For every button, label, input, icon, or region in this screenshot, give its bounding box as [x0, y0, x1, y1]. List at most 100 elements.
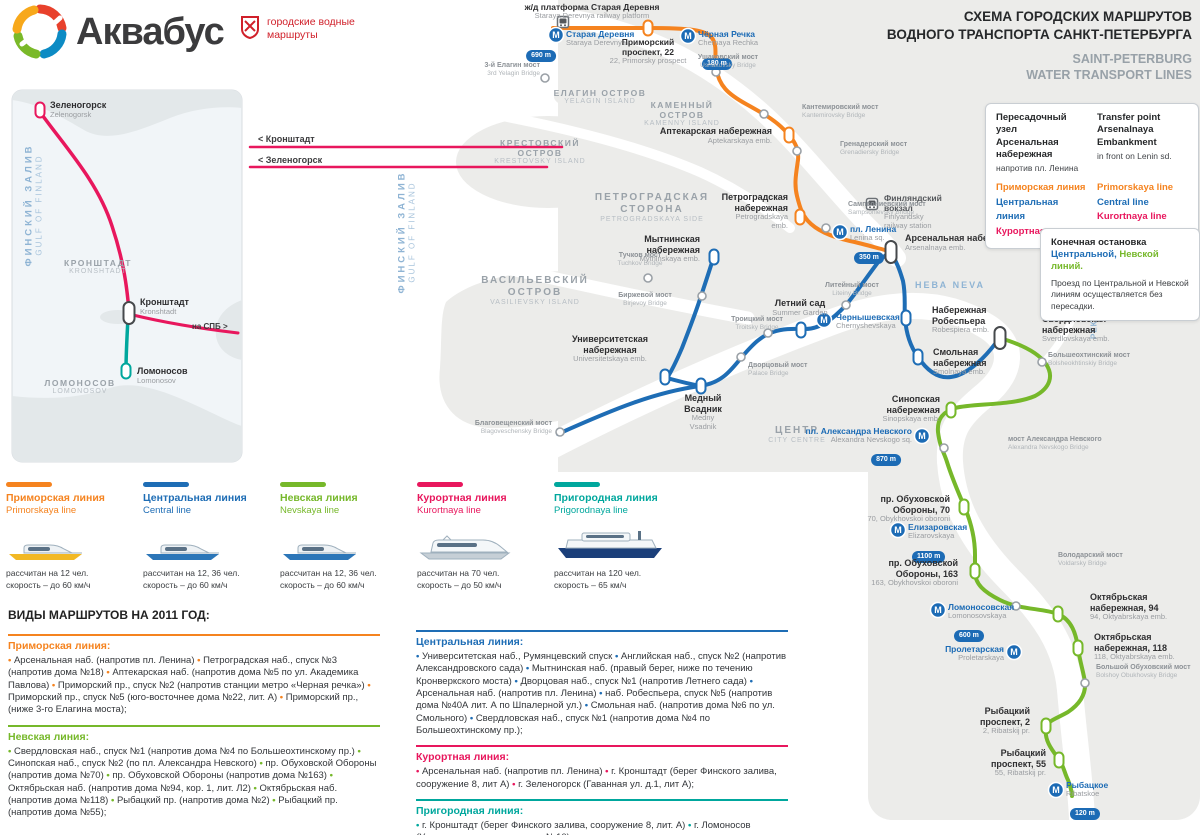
- metro-icon: М: [831, 223, 849, 241]
- scheme-title: СХЕМА ГОРОДСКИХ МАРШРУТОВ ВОДНОГО ТРАНСП…: [887, 8, 1192, 84]
- ferry-icon: [558, 530, 662, 558]
- route-stops-list: • Свердловская наб., спуск №1 (напротив …: [8, 745, 377, 819]
- legend-color-bar: [143, 482, 189, 487]
- metro-icon: М: [679, 27, 697, 45]
- svg-text:М: М: [934, 605, 942, 615]
- station-marker: [945, 401, 957, 419]
- station-marker: [659, 368, 671, 386]
- river-malaya-neva: [445, 249, 755, 325]
- metro-icon: М: [547, 26, 565, 44]
- route-stops-list: • Арсенальная наб. (напротив пл. Ленина)…: [416, 766, 777, 790]
- transfer-line-label: Primorskaya line: [1097, 182, 1174, 193]
- railway-icon: [556, 15, 570, 29]
- station-marker: [969, 562, 981, 580]
- bridge-marker: [697, 291, 707, 301]
- kurortnaya-line-to-spb: [131, 313, 240, 335]
- station-marker: [1053, 751, 1065, 769]
- boat-icon: [283, 544, 356, 560]
- terminal-stop-box: Конечная остановка Центральной, Невской …: [1040, 228, 1200, 322]
- station-marker: [795, 321, 807, 339]
- prigorodnaya-line-inset: [124, 316, 130, 372]
- svg-text:М: М: [1010, 647, 1018, 657]
- logo-text: Аквабус: [76, 10, 225, 53]
- inset-map: [11, 89, 243, 463]
- terminal-box-title: Конечная остановка: [1051, 237, 1147, 248]
- route-section-rule: [8, 634, 380, 636]
- route-line-title: Приморская линия:: [8, 640, 111, 652]
- routes-column-1: Приморская линия: • Арсенальная наб. (нап…: [8, 634, 380, 828]
- route-section-kurortnaya: Курортная линия: • Арсенальная наб. (напр…: [416, 745, 788, 791]
- route-section-nevskaya: Невская линия:• Свердловская наб., спуск…: [8, 724, 380, 820]
- station-marker: [695, 377, 707, 395]
- bridge-marker: [939, 443, 949, 453]
- station-marker: [642, 19, 654, 37]
- legend-line-name-en: Nevskaya line: [280, 505, 340, 517]
- route-line-title: Центральная линия:: [416, 636, 524, 648]
- scheme-title-en: SAINT-PETERBURG WATER TRANSPORT LINES: [1026, 52, 1192, 83]
- route-stops-list: • г. Кронштадт (берег Финского залива, с…: [416, 820, 751, 835]
- legend-color-bar: [280, 482, 326, 487]
- route-stops-list: • Арсенальная наб. (напротив пл. Ленина)…: [8, 655, 371, 716]
- metro-icon: М: [1047, 781, 1065, 799]
- bridge-marker: [643, 273, 653, 283]
- svg-text:М: М: [1052, 785, 1060, 795]
- inset-land-south: [12, 385, 242, 462]
- legend-capacity-text: рассчитан на 12, 36 чел.скорость – до 60…: [143, 567, 240, 590]
- nevskaya-line-path: [935, 336, 1088, 798]
- kurortnaya-line-inset: [38, 110, 131, 313]
- central-line-branch-path: [665, 254, 716, 388]
- brand-tagline: городские водные маршруты: [240, 14, 355, 42]
- transfer-point-box: Пересадочный узел Арсенальная набережная…: [985, 103, 1199, 249]
- legend-line-name-en: Prigorodnaya line: [554, 505, 628, 517]
- station-marker: [912, 348, 924, 366]
- transfer-line-label: Kurortnaya line: [1097, 211, 1167, 223]
- kurortnaya-offmap-stubs: [248, 145, 564, 169]
- route-line-title: Курортная линия:: [416, 751, 510, 764]
- bridge-marker: [759, 109, 769, 119]
- bridge-marker: [792, 146, 802, 156]
- transfer-line-label: Центральная линия: [996, 196, 1059, 223]
- inset-land-north: [12, 90, 242, 136]
- transfer-marker: [993, 326, 1007, 350]
- bridge-marker: [1011, 601, 1021, 611]
- routes-heading: ВИДЫ МАРШРУТОВ НА 2011 ГОД:: [8, 608, 210, 622]
- legend-color-bar: [554, 482, 600, 487]
- aquabus-logo: Аквабус: [12, 4, 225, 60]
- route-section-primorskaya: Приморская линия: • Арсенальная наб. (нап…: [8, 634, 380, 717]
- route-section-central: Центральная линия: • Университетская наб.…: [416, 630, 788, 737]
- boat-icon: [419, 534, 511, 560]
- svg-text:М: М: [894, 525, 902, 535]
- legend-line-name-ru: Приморская линия: [6, 492, 105, 504]
- header: Аквабус городские водные маршруты СХЕМА …: [0, 0, 1200, 82]
- bridge-marker: [736, 352, 746, 362]
- bridge-marker: [711, 67, 721, 77]
- route-line-title: Пригородная линия:: [416, 805, 524, 818]
- legend-capacity-text: рассчитан на 12, 36 чел.скорость – до 60…: [280, 567, 377, 590]
- legend-line-name-ru: Курортная линия: [417, 492, 507, 504]
- scheme-title-ru: СХЕМА ГОРОДСКИХ МАРШРУТОВ ВОДНОГО ТРАНСП…: [886, 9, 1192, 42]
- svg-text:М: М: [552, 30, 560, 40]
- station-marker: [1040, 717, 1052, 735]
- metro-icon: М: [1005, 643, 1023, 661]
- svg-text:М: М: [684, 31, 692, 41]
- route-section-rule: [416, 630, 788, 632]
- bridge-marker: [1080, 678, 1090, 688]
- legend-line-name-ru: Центральная линия: [143, 492, 247, 504]
- metro-icon: М: [889, 521, 907, 539]
- legend-color-bar: [417, 482, 463, 487]
- route-stops-list: • Университетская наб., Румянцевский спу…: [416, 651, 787, 737]
- metro-icon: М: [913, 427, 931, 445]
- svg-text:М: М: [820, 315, 828, 325]
- transfer-line-label: Central line: [1097, 196, 1149, 208]
- station-marker: [794, 208, 806, 226]
- transfer-marker: [122, 301, 136, 325]
- svg-text:М: М: [836, 227, 844, 237]
- legend-line-name-ru: Пригородная линия: [554, 492, 658, 504]
- station-marker: [783, 126, 795, 144]
